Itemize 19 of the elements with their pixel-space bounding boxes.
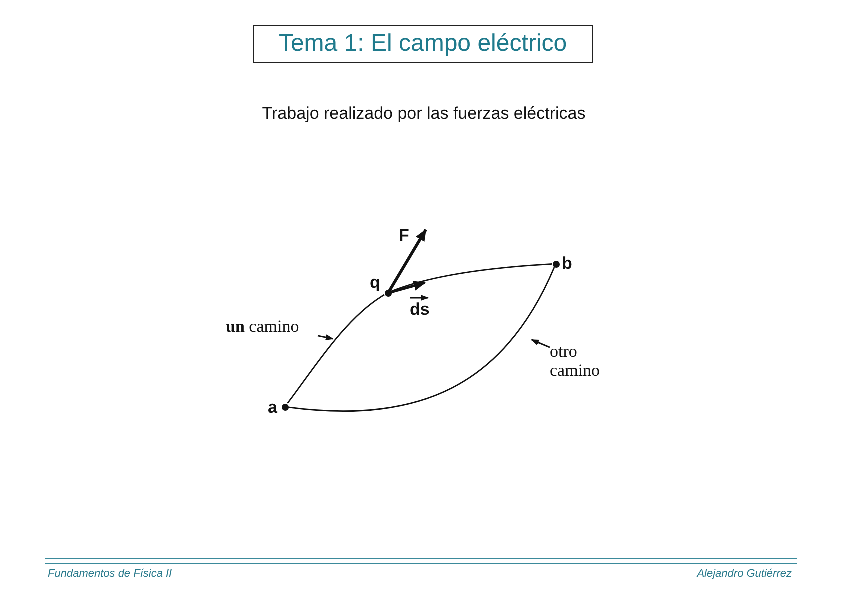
leader-line xyxy=(531,339,550,348)
path-label: un camino xyxy=(226,317,324,336)
leader-line xyxy=(318,334,334,341)
force-label: F xyxy=(399,226,410,246)
point-label: b xyxy=(562,254,572,274)
displacement-label: ds xyxy=(410,300,430,320)
point-label: a xyxy=(268,398,278,418)
point-dot xyxy=(552,260,560,268)
subtitle: Trabajo realizado por las fuerzas eléctricas xyxy=(261,104,587,124)
path-label: otro camino xyxy=(550,342,620,380)
footer-author: Alejandro Gutiérrez xyxy=(697,568,792,580)
point-dot xyxy=(384,290,392,296)
path-curve xyxy=(287,294,385,404)
title-box: Tema 1: El campo eléctrico xyxy=(253,25,593,63)
footer-text: Fundamentos de Física II xyxy=(48,568,172,580)
path-curve xyxy=(391,264,553,292)
path-curve xyxy=(288,267,556,412)
point-dot xyxy=(282,404,288,410)
point-label: q xyxy=(370,273,380,293)
